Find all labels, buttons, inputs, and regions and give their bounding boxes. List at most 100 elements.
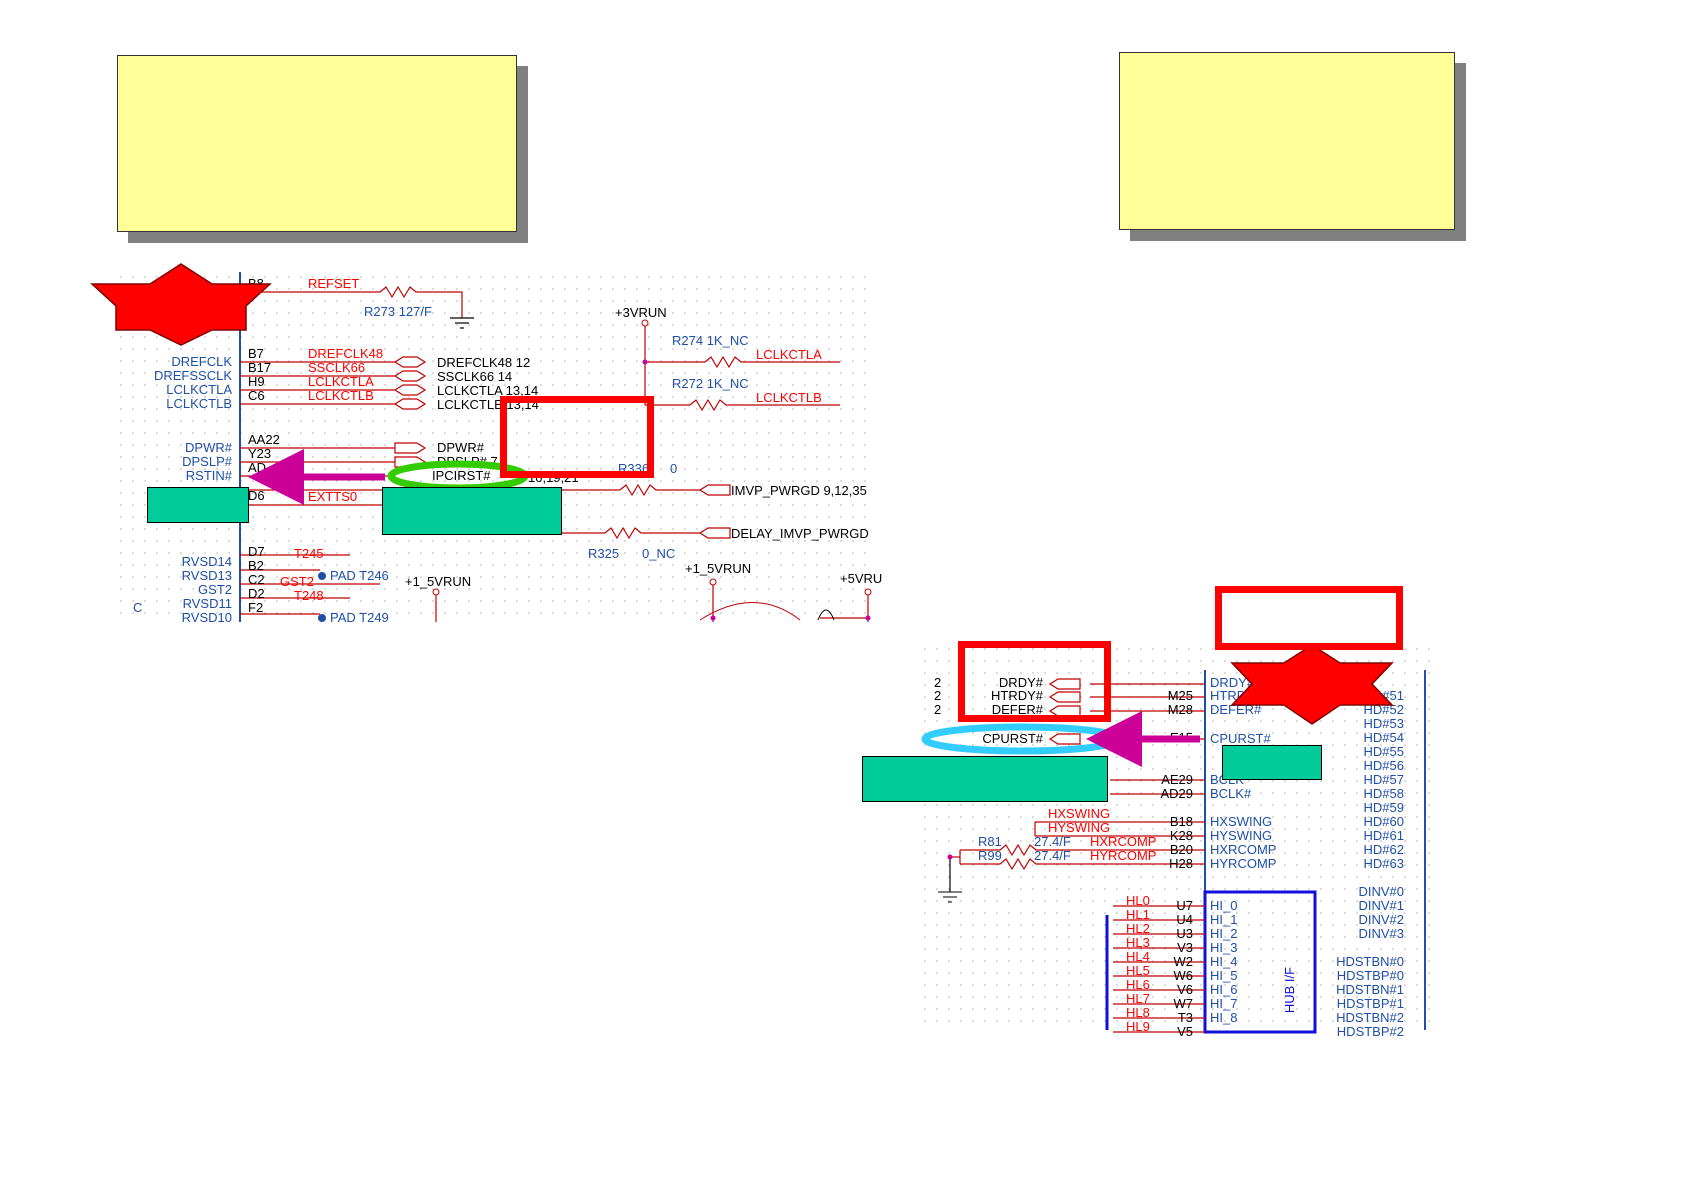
schematic-label: HXSWING bbox=[1210, 814, 1272, 829]
schematic-label: U3 bbox=[1176, 926, 1193, 941]
offpage-connector bbox=[1048, 733, 1081, 745]
schematic-label: HI_2 bbox=[1210, 926, 1237, 941]
schematic-label: HD#55 bbox=[1364, 744, 1404, 759]
schematic-label: HI_8 bbox=[1210, 1010, 1237, 1025]
schematic-label: HI_1 bbox=[1210, 912, 1237, 927]
offpage-connector bbox=[394, 442, 427, 454]
schematic-label: 2 bbox=[934, 688, 941, 703]
schematic-label: HD#54 bbox=[1364, 730, 1404, 745]
schematic-label: HDSTBN#2 bbox=[1336, 1010, 1404, 1025]
schematic-label: C2 bbox=[248, 572, 265, 587]
schematic-label: AE29 bbox=[1161, 772, 1193, 787]
label-tag-cpurst-left bbox=[862, 756, 1108, 802]
schematic-label: B20 bbox=[1170, 842, 1193, 857]
schematic-label: 2 bbox=[934, 675, 941, 690]
schematic-label: RVSD14 bbox=[182, 554, 232, 569]
starburst-left bbox=[90, 263, 272, 346]
offpage-connector bbox=[393, 398, 427, 410]
schematic-label: Y23 bbox=[248, 446, 271, 461]
schematic-label: PAD T249 bbox=[330, 610, 389, 625]
schematic-label: DREFCLK bbox=[171, 354, 232, 369]
offpage-connector bbox=[1048, 678, 1081, 690]
schematic-label: W6 bbox=[1174, 968, 1194, 983]
schematic-label: DREFCLK48 12 bbox=[437, 355, 530, 370]
schematic-label: HDSTBN#0 bbox=[1336, 954, 1404, 969]
schematic-label: HDSTBN#1 bbox=[1336, 982, 1404, 997]
schematic-label: HD#56 bbox=[1364, 758, 1404, 773]
schematic-label: HI_6 bbox=[1210, 982, 1237, 997]
schematic-label: V5 bbox=[1177, 1024, 1193, 1039]
schematic-label: HXSWING bbox=[1048, 806, 1110, 821]
schematic-label: C bbox=[133, 600, 142, 615]
schematic-label: DELAY_IMVP_PWRGD bbox=[731, 526, 869, 541]
offpage-connector bbox=[1048, 705, 1081, 717]
schematic-label: CPURST# bbox=[1210, 731, 1271, 746]
schematic-label: HYRCOMP bbox=[1210, 856, 1276, 871]
schematic-label: BCLK# bbox=[1210, 786, 1252, 801]
schematic-label: LCLKCTLA 13,14 bbox=[437, 383, 538, 398]
schematic-label: DPSLP# bbox=[182, 454, 233, 469]
schematic-label: HD#61 bbox=[1364, 828, 1404, 843]
schematic-label: HYSWING bbox=[1048, 820, 1110, 835]
schematic-label: HYRCOMP bbox=[1090, 848, 1156, 863]
schematic-label: DREFCLK48 bbox=[308, 346, 383, 361]
schematic-label: M28 bbox=[1168, 702, 1193, 717]
schematic-label: +3VRUN bbox=[615, 305, 667, 320]
schematic-label: 2 bbox=[934, 702, 941, 717]
schematic-label: HL8 bbox=[1126, 1005, 1150, 1020]
schematic-label: HD#58 bbox=[1364, 786, 1404, 801]
schematic-label: RVSD13 bbox=[182, 568, 232, 583]
schematic-label: 0 bbox=[670, 461, 677, 476]
schematic-label: 0_NC bbox=[642, 546, 675, 561]
schematic-label: HD#60 bbox=[1364, 814, 1404, 829]
note-box-left bbox=[117, 55, 517, 232]
schematic-label: M25 bbox=[1168, 688, 1193, 703]
schematic-label: RVSD11 bbox=[183, 596, 232, 611]
schematic-label: HL5 bbox=[1126, 963, 1150, 978]
schematic-label: R325 bbox=[588, 546, 619, 561]
schematic-label: C6 bbox=[248, 388, 265, 403]
schematic-label: LCLKCTLA bbox=[756, 347, 822, 362]
highlight-box-hub-title bbox=[1215, 586, 1403, 650]
schematic-label: HI_0 bbox=[1210, 898, 1237, 913]
schematic-label: R81 bbox=[978, 834, 1002, 849]
schematic-label: +1_5VRUN bbox=[405, 574, 471, 589]
label-tag-rstin bbox=[147, 487, 249, 523]
schematic-label: HL0 bbox=[1126, 893, 1150, 908]
schematic-label: B17 bbox=[248, 360, 271, 375]
schematic-label: HI_3 bbox=[1210, 940, 1237, 955]
schematic-label: HL7 bbox=[1126, 991, 1150, 1006]
schematic-label: U4 bbox=[1176, 912, 1193, 927]
schematic-label: LCLKCTLA bbox=[166, 382, 232, 397]
schematic-label: HTRDY# bbox=[991, 688, 1044, 703]
schematic-label: RVSD10 bbox=[182, 610, 232, 625]
schematic-label: U7 bbox=[1176, 898, 1193, 913]
schematic-label: IMVP_PWRGD 9,12,35 bbox=[731, 483, 867, 498]
schematic-label: GST2 bbox=[198, 582, 232, 597]
offpage-connector bbox=[698, 527, 731, 539]
schematic-label: B7 bbox=[248, 346, 264, 361]
schematic-label: HDSTBP#0 bbox=[1337, 968, 1404, 983]
starburst-right bbox=[1230, 644, 1394, 725]
schematic-label: SSCLK66 14 bbox=[437, 369, 512, 384]
schematic-label: RSTIN# bbox=[186, 468, 233, 483]
label-tag-ipcirst bbox=[382, 487, 562, 535]
schematic-label: R273 127/F bbox=[364, 304, 432, 319]
schematic-label: W7 bbox=[1174, 996, 1194, 1011]
schematic-label: LCLKCTLB bbox=[166, 396, 232, 411]
schematic-label: DRDY# bbox=[1210, 675, 1255, 690]
schematic-label: PAD T246 bbox=[330, 568, 389, 583]
schematic-label: HL4 bbox=[1126, 949, 1150, 964]
schematic-label: DPWR# bbox=[185, 440, 233, 455]
schematic-label: AD bbox=[248, 460, 266, 475]
schematic-label: DINV#1 bbox=[1358, 898, 1404, 913]
schematic-label: DRDY# bbox=[999, 675, 1044, 690]
schematic-label: DINV#0 bbox=[1358, 884, 1404, 899]
schematic-label: B18 bbox=[1170, 814, 1193, 829]
schematic-label: D7 bbox=[248, 544, 265, 559]
offpage-connector bbox=[1048, 691, 1081, 703]
schematic-label: SSCLK66 bbox=[308, 360, 365, 375]
schematic-label: V3 bbox=[1177, 940, 1193, 955]
schematic-label: DINV#2 bbox=[1358, 912, 1404, 927]
schematic-label: LCLKCTLB bbox=[756, 390, 822, 405]
